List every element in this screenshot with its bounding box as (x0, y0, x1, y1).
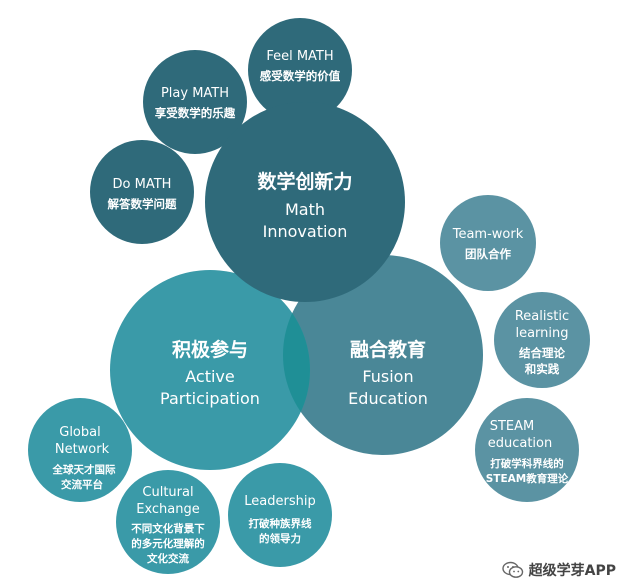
fusion-zh: 融合教育 (350, 338, 426, 361)
satellite-play-line1: Play MATH (161, 86, 229, 101)
satellite-play-circle (143, 50, 247, 154)
satellite-play-line2: 享受数学的乐趣 (155, 106, 236, 120)
satellite-teamwork-circle (440, 195, 536, 291)
satellite-steam: STEAM education 打破学科界线的 STEAM教育理论 (475, 398, 579, 502)
satellite-realistic-line4: 和实践 (525, 362, 560, 376)
active-zh: 积极参与 (172, 338, 248, 361)
satellite-leadership-line3: 的领导力 (259, 532, 301, 545)
label-active: 积极参与 Active Participation (160, 338, 260, 408)
watermark: 超级学芽APP (501, 560, 616, 580)
satellite-teamwork-line2: 团队合作 (465, 247, 511, 261)
satellite-global-line3: 全球天才国际 (52, 463, 116, 476)
satellite-feel-line2: 感受数学的价值 (260, 69, 341, 83)
active-en1: Active (185, 367, 235, 386)
satellite-global-circle (28, 398, 132, 502)
satellite-leadership-line2: 打破种族界线 (249, 517, 312, 530)
satellite-cultural-line4: 的多元化理解的 (131, 537, 205, 550)
satellite-global-line1: Global (59, 425, 100, 440)
satellite-steam-line3: 打破学科界线的 (490, 457, 564, 470)
satellite-global: Global Network 全球天才国际 交流平台 (28, 398, 132, 502)
satellite-steam-line4: STEAM教育理论 (486, 472, 569, 485)
satellite-teamwork: Team-work 团队合作 (440, 195, 536, 291)
satellite-play: Play MATH 享受数学的乐趣 (143, 50, 247, 154)
satellite-steam-line2: education (488, 436, 553, 451)
satellite-feel-line1: Feel MATH (266, 49, 333, 64)
satellite-leadership: Leadership 打破种族界线 的领导力 (228, 463, 332, 567)
fusion-en2: Education (348, 389, 428, 408)
satellite-cultural: Cultural Exchange 不同文化背景下 的多元化理解的 文化交流 (116, 470, 220, 574)
satellite-feel: Feel MATH 感受数学的价值 (248, 18, 352, 122)
watermark-text: 超级学芽APP (528, 563, 616, 579)
math-en1: Math (285, 200, 325, 219)
active-en2: Participation (160, 389, 260, 408)
satellite-cultural-circle (116, 470, 220, 574)
circle-active (110, 270, 310, 470)
satellite-steam-line1: STEAM (490, 419, 535, 434)
satellite-realistic-line1: Realistic (515, 309, 569, 324)
satellite-teamwork-line1: Team-work (452, 227, 524, 242)
satellite-realistic-line2: learning (515, 326, 568, 341)
fusion-en1: Fusion (362, 367, 413, 386)
satellite-feel-circle (248, 18, 352, 122)
satellite-leadership-circle (228, 463, 332, 567)
math-en2: Innovation (263, 222, 348, 241)
satellite-cultural-line3: 不同文化背景下 (131, 522, 205, 535)
satellite-steam-circle (475, 398, 579, 502)
circle-fusion (283, 255, 483, 455)
satellite-do-line2: 解答数学问题 (108, 197, 177, 211)
satellite-realistic-line3: 结合理论 (518, 346, 565, 360)
satellite-cultural-line2: Exchange (136, 502, 200, 517)
satellite-realistic: Realistic learning 结合理论 和实践 (494, 292, 590, 388)
circle-math (205, 102, 405, 302)
satellite-do-line1: Do MATH (113, 177, 172, 192)
label-fusion: 融合教育 Fusion Education (348, 338, 428, 408)
satellite-do-circle (90, 140, 194, 244)
satellite-global-line2: Network (55, 442, 110, 457)
satellite-cultural-line1: Cultural (142, 485, 193, 500)
wechat-icon (501, 561, 524, 579)
label-math: 数学创新力 Math Innovation (257, 170, 352, 241)
satellite-cultural-line5: 文化交流 (146, 552, 189, 565)
math-zh: 数学创新力 (257, 170, 352, 193)
satellite-global-line4: 交流平台 (61, 478, 103, 491)
satellite-realistic-circle (494, 292, 590, 388)
satellite-do: Do MATH 解答数学问题 (90, 140, 194, 244)
satellite-leadership-line1: Leadership (244, 494, 315, 509)
